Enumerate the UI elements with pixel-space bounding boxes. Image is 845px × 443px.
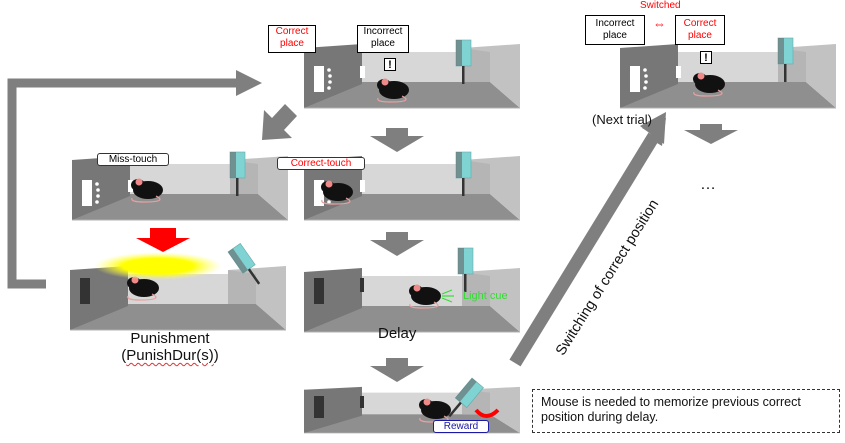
paren-close: ) bbox=[213, 347, 219, 364]
switched-label: Switched bbox=[640, 0, 681, 11]
next-trial-caption: (Next trial) bbox=[592, 112, 652, 127]
switch-symbol: ⇔ bbox=[653, 16, 666, 31]
ellipsis: … bbox=[700, 176, 716, 193]
punishment-caption: Punishment bbox=[130, 330, 210, 347]
chamber-delay bbox=[303, 247, 521, 333]
loop-back-arrow bbox=[7, 70, 262, 289]
callout-correct-place: Correct place bbox=[268, 25, 316, 53]
arrow-to-correct-touch bbox=[370, 128, 424, 152]
paren-open: ( bbox=[121, 347, 127, 364]
punishment-arrow bbox=[136, 228, 190, 252]
next-alert-badge: ! bbox=[700, 51, 712, 64]
arrow-to-miss-touch bbox=[262, 104, 297, 140]
chamber-miss-touch bbox=[71, 151, 289, 221]
correct-touch-badge: Correct-touch bbox=[277, 157, 365, 170]
arrow-to-continue bbox=[684, 124, 738, 144]
reward-badge: Reward bbox=[433, 420, 489, 433]
light-cue-label: Light cue bbox=[463, 290, 508, 302]
arrow-to-delay bbox=[370, 232, 424, 256]
callout-next-correct-place: Correct place bbox=[675, 15, 725, 45]
house-light-glow bbox=[94, 252, 222, 280]
switch-arrow bbox=[509, 112, 666, 367]
chamber-punishment bbox=[69, 242, 287, 331]
delay-caption: Delay bbox=[378, 325, 417, 342]
punish-duration-caption: (PunishDur(s)) bbox=[100, 347, 240, 364]
chamber-reward bbox=[303, 377, 521, 434]
memory-note: Mouse is needed to memorize previous cor… bbox=[532, 389, 840, 433]
arrow-to-reward bbox=[370, 358, 424, 382]
alert-badge: ! bbox=[384, 58, 396, 71]
callout-incorrect-place: Incorrect place bbox=[357, 25, 409, 53]
chamber-top-trial bbox=[303, 39, 521, 109]
punish-dur-term: PunishDur(s) bbox=[126, 347, 214, 364]
chamber-correct-touch bbox=[303, 151, 521, 221]
chamber-next-trial bbox=[619, 37, 837, 109]
miss-touch-badge: Miss-touch bbox=[97, 153, 169, 166]
callout-next-incorrect-place: Incorrect place bbox=[585, 15, 645, 45]
